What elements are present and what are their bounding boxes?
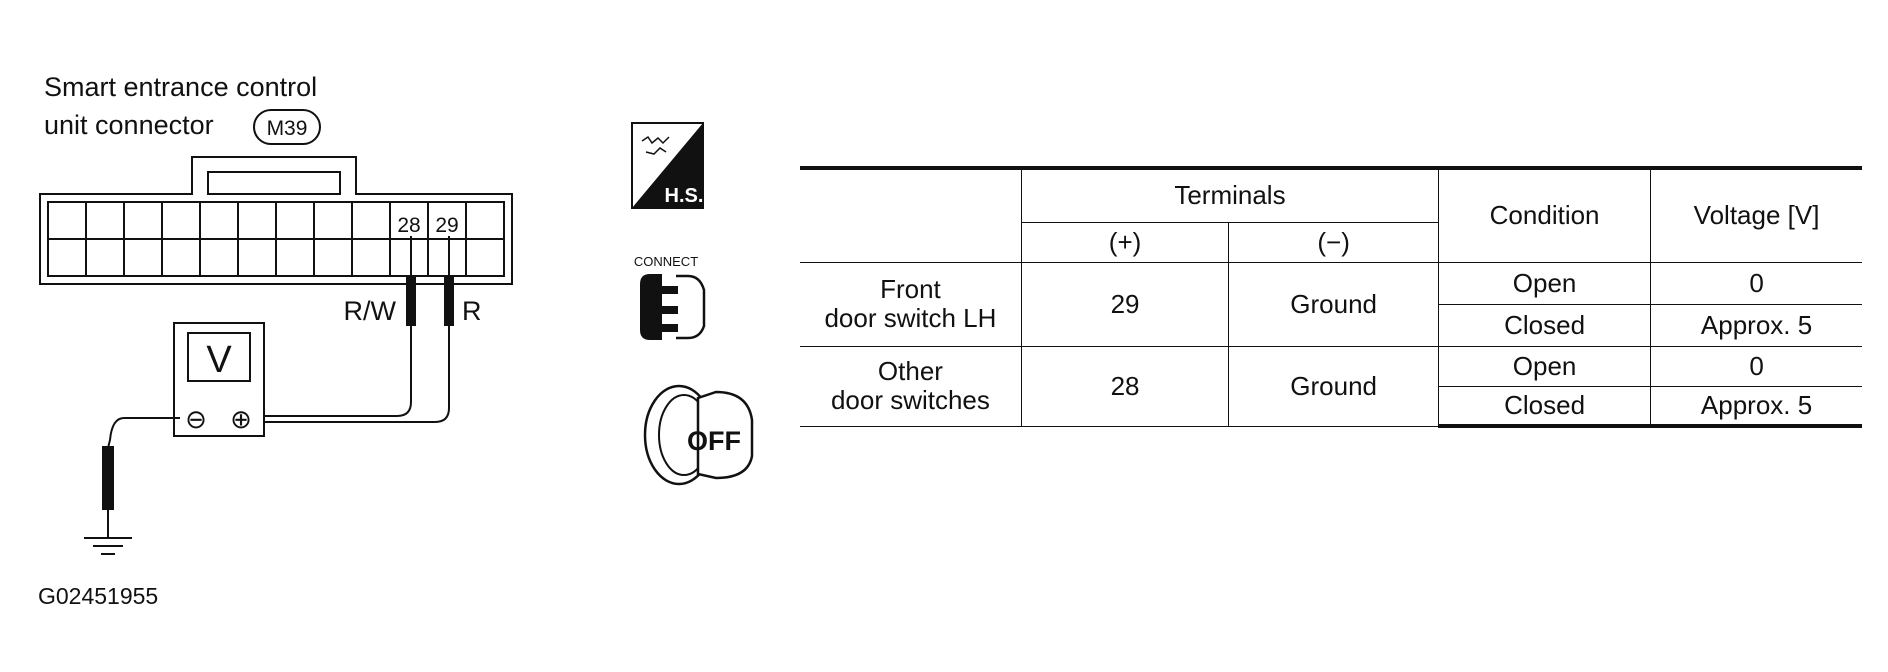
row-item-line1: Front xyxy=(880,274,941,305)
item-header-cell xyxy=(800,166,1022,263)
row-item-line2: door switches xyxy=(830,385,990,415)
row-item-line2: door switch LH xyxy=(824,303,997,333)
row-voltage-open: 0 xyxy=(1650,345,1862,387)
lead-28 xyxy=(262,326,412,417)
voltmeter-pos-terminal: ⊕ xyxy=(230,404,252,434)
voltage-header: Voltage [V] xyxy=(1650,166,1862,263)
ignition-off-icon: OFF xyxy=(643,384,754,486)
condition-header: Condition xyxy=(1438,166,1652,263)
hs-badge-text: H.S. xyxy=(665,185,704,207)
row-minus-terminal: Ground xyxy=(1228,345,1440,427)
row-condition-open: Open xyxy=(1438,345,1652,387)
voltmeter-neg-terminal: ⊖ xyxy=(185,404,207,434)
voltmeter-display xyxy=(187,332,251,382)
voltage-spec-table: Terminals Condition Voltage [V] (+) (−) … xyxy=(800,166,1862,428)
wire-color-rw: R/W xyxy=(344,296,397,326)
minus-header: (−) xyxy=(1228,221,1440,263)
connector-title-line1: Smart entrance control xyxy=(44,72,317,102)
row-plus-terminal: 29 xyxy=(1020,261,1230,347)
terminals-header: Terminals xyxy=(1020,166,1440,223)
connector-code: M39 xyxy=(267,117,308,140)
row-voltage-closed: Approx. 5 xyxy=(1650,385,1862,428)
ground-symbol xyxy=(84,537,132,555)
connect-label: CONNECT xyxy=(634,254,698,269)
pin-29-label: 29 xyxy=(435,214,458,237)
row-plus-terminal: 28 xyxy=(1020,345,1230,427)
ground-lead xyxy=(107,417,180,449)
probe-28 xyxy=(406,276,416,326)
row-item-line1: Other xyxy=(877,356,943,387)
row-voltage-open: 0 xyxy=(1650,261,1862,305)
connector-code-oval xyxy=(253,109,321,145)
ground-probe xyxy=(102,446,114,510)
lead-29 xyxy=(262,326,450,423)
row-condition-closed: Closed xyxy=(1438,385,1652,428)
connector-body xyxy=(39,156,513,285)
row-voltage-closed: Approx. 5 xyxy=(1650,303,1862,347)
plus-header: (+) xyxy=(1020,221,1230,263)
harness-sensor-icon: H.S. xyxy=(631,122,704,209)
row-condition-open: Open xyxy=(1438,261,1652,305)
connector-disconnect-icon xyxy=(640,274,706,340)
voltmeter-symbol: V xyxy=(206,339,232,381)
connector-title-line2: unit connector xyxy=(44,110,214,140)
key-off-label: OFF xyxy=(687,426,741,456)
pin-28-label: 28 xyxy=(397,214,420,237)
probe-29 xyxy=(444,276,454,326)
wire-color-r: R xyxy=(462,296,482,326)
figure-id: G02451955 xyxy=(38,583,158,609)
row-minus-terminal: Ground xyxy=(1228,261,1440,347)
row-condition-closed: Closed xyxy=(1438,303,1652,347)
